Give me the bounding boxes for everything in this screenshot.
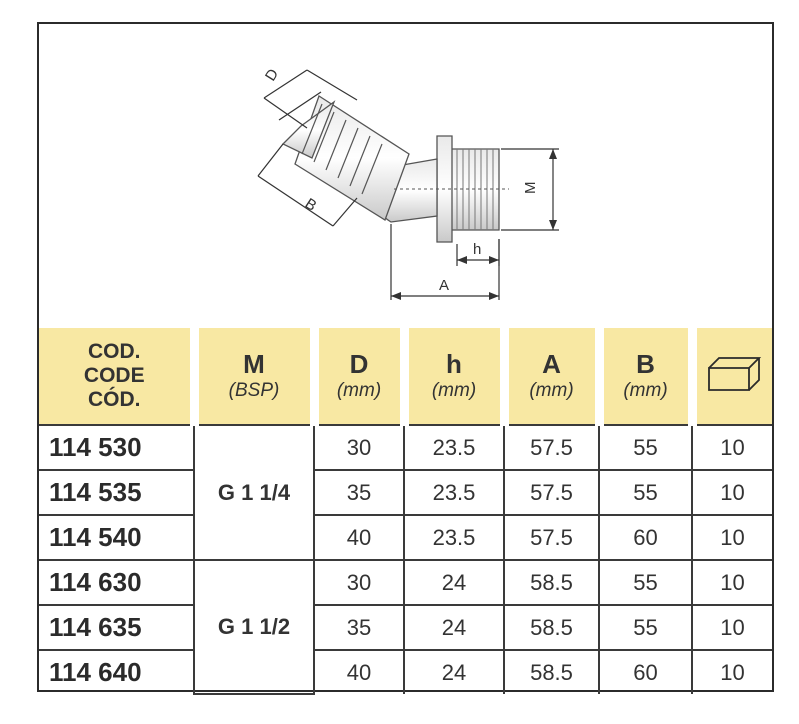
header-h: h (mm) xyxy=(399,328,504,425)
cell-code: 114 630 xyxy=(39,560,194,606)
label-b: B xyxy=(302,195,320,215)
cell-qty: 10 xyxy=(691,424,772,471)
cell-qty: 10 xyxy=(691,605,772,651)
cell-h: 24 xyxy=(403,650,504,694)
cell-h: 23.5 xyxy=(403,515,504,561)
table-row: 114 630 G 1 1/2 30 24 58.5 55 10 xyxy=(39,560,772,695)
cell-d: 30 xyxy=(313,560,404,606)
cell-b: 55 xyxy=(598,424,692,471)
cell-qty: 10 xyxy=(691,515,772,561)
box-icon xyxy=(708,356,762,391)
header-a: A (mm) xyxy=(499,328,599,425)
cell-a: 57.5 xyxy=(503,470,599,516)
header-d: D (mm) xyxy=(309,328,404,425)
header-code: COD. CODE CÓD. xyxy=(39,328,194,425)
cell-a: 57.5 xyxy=(503,515,599,561)
cell-qty: 10 xyxy=(691,470,772,516)
hose-tail-diagram: D B M h A xyxy=(257,66,559,300)
cell-qty: 10 xyxy=(691,560,772,606)
dimension-lines xyxy=(257,69,559,300)
cell-b: 60 xyxy=(598,650,692,694)
cell-code: 114 635 xyxy=(39,605,194,651)
table-row: 114 535 35 23.5 57.5 55 10 xyxy=(39,470,772,516)
label-a: A xyxy=(439,277,449,294)
cell-h: 24 xyxy=(403,605,504,651)
fitting-drawing xyxy=(281,95,500,243)
label-m: M xyxy=(522,182,539,195)
cell-qty: 10 xyxy=(691,650,772,694)
header-m: M (BSP) xyxy=(189,328,314,425)
label-d: D xyxy=(262,66,282,84)
table-row: 114 635 35 24 58.5 55 10 xyxy=(39,605,772,651)
cell-code: 114 530 xyxy=(39,424,194,471)
cell-d: 35 xyxy=(313,470,404,516)
table-row: 114 540 40 23.5 57.5 60 10 xyxy=(39,515,772,561)
cell-thread: G 1 1/2 xyxy=(193,560,314,695)
table-row: 114 530 G 1 1/4 30 23.5 57.5 55 10 xyxy=(39,424,772,561)
cell-a: 58.5 xyxy=(503,605,599,651)
label-h: h xyxy=(473,241,481,258)
header-box xyxy=(687,328,772,425)
cell-code: 114 640 xyxy=(49,657,142,687)
cell-b: 55 xyxy=(598,605,692,651)
cell-h: 23.5 xyxy=(403,424,504,471)
hose-barbs xyxy=(301,103,383,195)
cell-b: 55 xyxy=(598,470,692,516)
cell-h: 24 xyxy=(403,560,504,606)
cell-a: 58.5 xyxy=(503,650,599,694)
cell-d: 40 xyxy=(313,515,404,561)
dimension-arrows xyxy=(391,149,557,300)
cell-thread: G 1 1/4 xyxy=(193,424,314,561)
cell-a: 57.5 xyxy=(503,424,599,471)
cell-d: 40 xyxy=(313,650,404,694)
header-b: B (mm) xyxy=(594,328,692,425)
cell-code: 114 540 xyxy=(39,515,194,561)
cell-b: 60 xyxy=(598,515,692,561)
product-sheet: D B M h A COD. CODE CÓD. M (BSP) xyxy=(37,22,774,695)
cell-d: 35 xyxy=(313,605,404,651)
cell-b: 55 xyxy=(598,560,692,606)
technical-drawing: D B M h A xyxy=(39,24,772,328)
spec-table: COD. CODE CÓD. M (BSP) D (mm) h (mm) A xyxy=(39,328,772,695)
table-row: 114 640 40 24 58.5 60 10 xyxy=(39,650,772,694)
cell-a: 58.5 xyxy=(503,560,599,606)
table-header-row: COD. CODE CÓD. M (BSP) D (mm) h (mm) A xyxy=(39,328,772,425)
cell-code: 114 535 xyxy=(39,470,194,516)
cell-d: 30 xyxy=(313,424,404,471)
cell-h: 23.5 xyxy=(403,470,504,516)
